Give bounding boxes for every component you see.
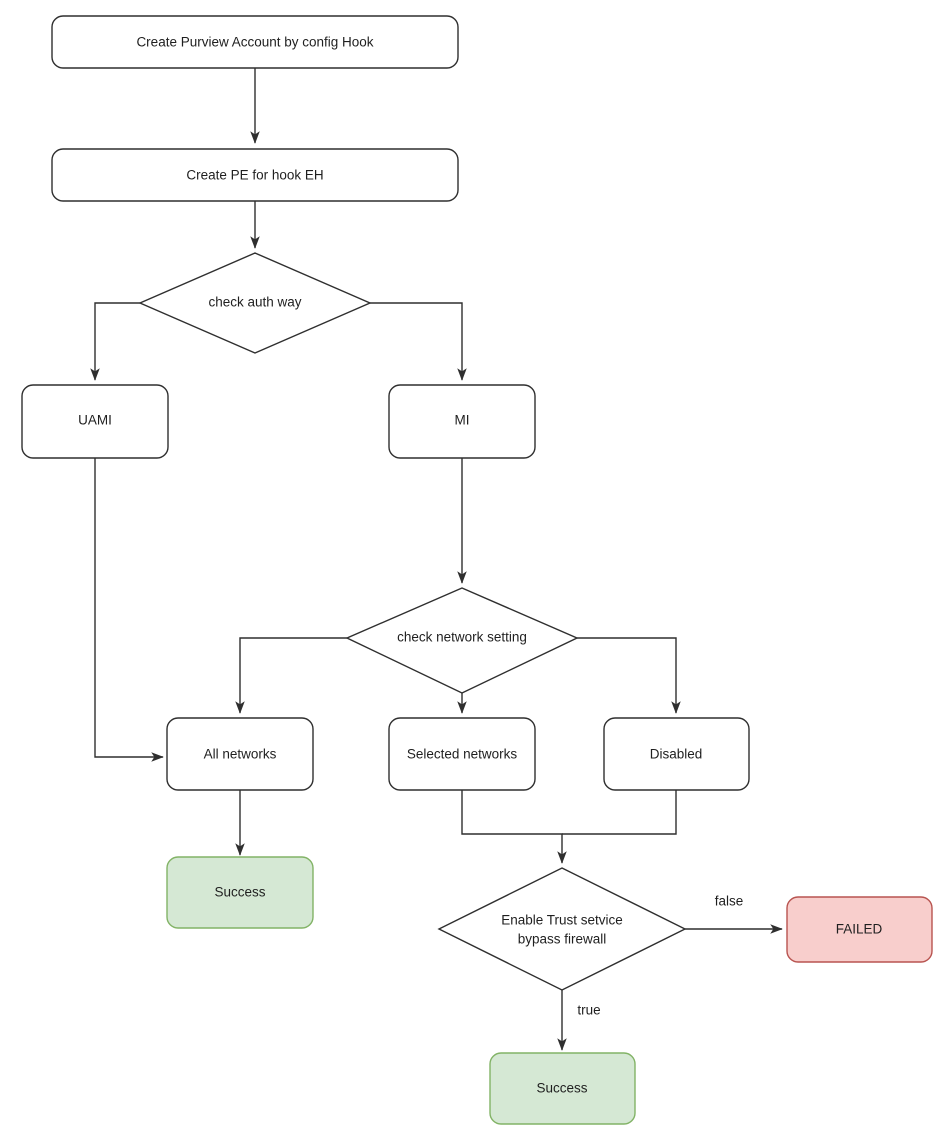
edge-label-true: true [577, 1003, 600, 1018]
edge-selected-networks-to-enable-trust [461, 790, 567, 864]
node-all-networks-shape[interactable] [166, 717, 314, 791]
node-create-pe[interactable]: Create PE for hook EH [51, 148, 459, 202]
node-success-bottom-shape[interactable] [489, 1052, 636, 1125]
node-all-networks[interactable]: All networks [166, 717, 314, 791]
edge-disabled-to-enable-trust [562, 790, 677, 835]
edge-check-network-to-disabled [577, 637, 681, 714]
node-disabled-shape[interactable] [603, 717, 750, 791]
node-enable-trust-service-shape[interactable] [437, 867, 687, 991]
node-failed-label: FAILED [836, 922, 883, 937]
node-selected-networks-shape[interactable] [388, 717, 536, 791]
node-success-left-shape[interactable] [166, 856, 314, 929]
node-uami[interactable]: UAMI [21, 384, 169, 459]
node-success-bottom[interactable]: Success [489, 1052, 636, 1125]
node-disabled-label: Disabled [650, 747, 703, 762]
edge-check-auth-to-uami [90, 302, 140, 381]
node-create-pe-shape[interactable] [51, 148, 459, 202]
node-create-purview-account-shape[interactable] [51, 15, 459, 69]
node-mi-shape[interactable] [388, 384, 536, 459]
node-mi[interactable]: MI [388, 384, 536, 459]
node-failed-shape[interactable] [786, 896, 933, 963]
node-create-pe-label: Create PE for hook EH [186, 168, 323, 183]
node-check-auth-way-shape[interactable] [138, 252, 372, 354]
node-selected-networks[interactable]: Selected networks [388, 717, 536, 791]
node-success-bottom-label: Success [536, 1081, 587, 1096]
node-create-purview-account[interactable]: Create Purview Account by config Hook [51, 15, 459, 69]
node-success-left[interactable]: Success [166, 856, 314, 929]
node-check-auth-way[interactable]: check auth way [138, 252, 372, 354]
edge-check-network-to-all-networks [235, 637, 347, 714]
node-check-network-setting[interactable]: check network setting [345, 587, 579, 694]
node-enable-trust-service[interactable]: Enable Trust setvice bypass firewall [437, 867, 687, 991]
node-enable-trust-service-label-line1: Enable Trust setvice [501, 913, 623, 928]
edge-layer [90, 68, 783, 1051]
edge-uami-to-all-networks [94, 458, 164, 762]
node-check-network-setting-shape[interactable] [345, 587, 579, 694]
node-check-network-setting-label: check network setting [397, 630, 527, 645]
node-selected-networks-label: Selected networks [407, 747, 518, 762]
node-all-networks-label: All networks [204, 747, 277, 762]
edge-check-auth-to-mi [370, 302, 467, 381]
edge-label-false: false [715, 894, 744, 909]
node-success-left-label: Success [214, 885, 265, 900]
node-uami-label: UAMI [78, 413, 112, 428]
node-disabled[interactable]: Disabled [603, 717, 750, 791]
node-check-auth-way-label: check auth way [208, 295, 301, 310]
node-uami-shape[interactable] [21, 384, 169, 459]
node-mi-label: MI [455, 413, 470, 428]
node-failed[interactable]: FAILED [786, 896, 933, 963]
node-create-purview-account-label: Create Purview Account by config Hook [136, 35, 373, 50]
node-enable-trust-service-label-line2: bypass firewall [518, 932, 607, 947]
